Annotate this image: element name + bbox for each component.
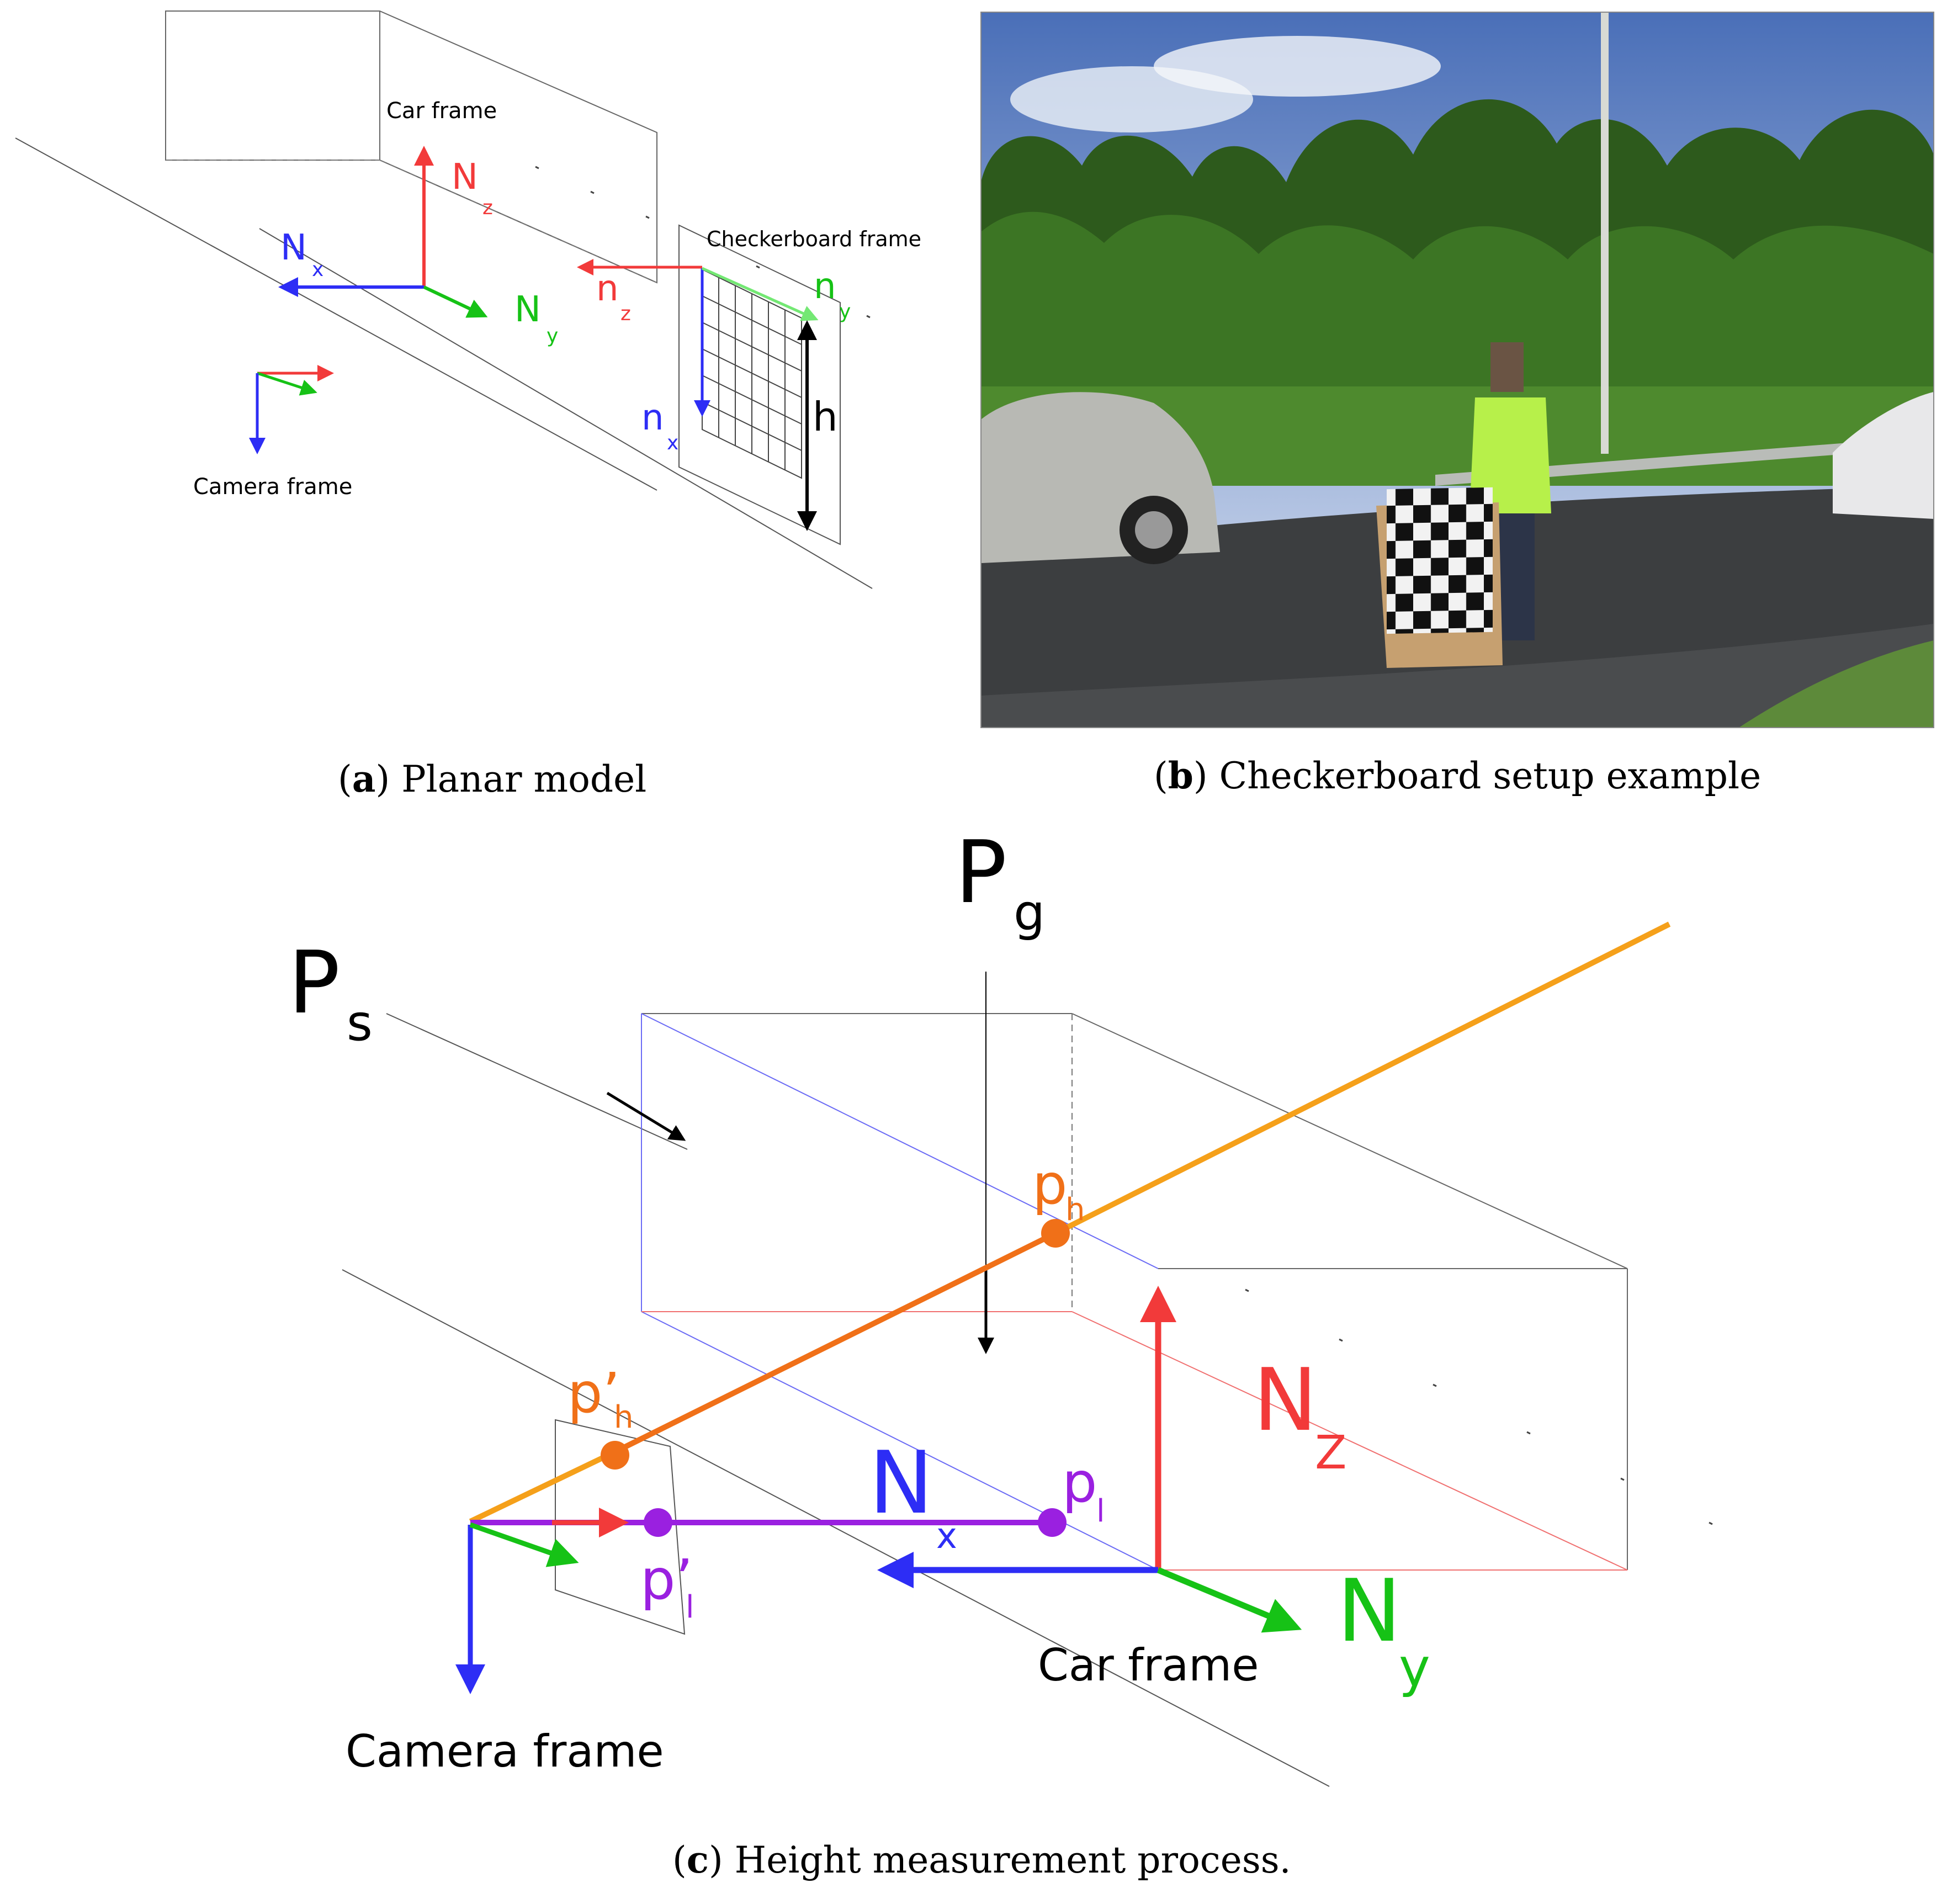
N-x-subscript: x (936, 1516, 957, 1557)
N-x-label: N (280, 227, 307, 268)
N-z-subscript: z (482, 197, 493, 219)
N-y-label: N (514, 289, 541, 330)
panel-c-height-measurement: P g P s p h p’ h p l p’ l N x N Z N y Ca… (288, 822, 1713, 1787)
projection-ray (611, 1231, 1057, 1456)
N-x-subscript: x (312, 258, 323, 281)
P-s-label: P (288, 932, 340, 1033)
n-x-label: n (641, 397, 664, 438)
N-z-label: N (452, 157, 478, 198)
panel-b-photo (980, 12, 1934, 728)
camera-y-axis-arrow (469, 1522, 579, 1567)
car-frame-label: Car frame (1038, 1640, 1259, 1691)
h-label: h (813, 394, 838, 440)
N-y-axis-arrow (1156, 1567, 1302, 1633)
P-s-direction-arrow (606, 1091, 686, 1141)
N-y-subscript: y (547, 325, 558, 347)
checkerboard-frame-label: Checkerboard frame (707, 227, 921, 251)
n-x-subscript: x (667, 432, 678, 454)
point-p-l (1038, 1508, 1067, 1537)
N-y-subscript: y (1399, 1637, 1430, 1699)
P-s-subscript: s (347, 994, 373, 1052)
N-y-label: N (1337, 1561, 1402, 1661)
p-prime-l-subscript: l (686, 1589, 694, 1625)
caption-b: (b) Checkerboard setup example (1154, 754, 1762, 797)
caption-c: (c) Height measurement process. (672, 1838, 1291, 1881)
p-prime-h-subscript: h (614, 1399, 634, 1435)
n-y-axis-arrow (701, 267, 819, 321)
car-frame-label: Car frame (386, 98, 497, 124)
N-z-label: N (1253, 1350, 1318, 1450)
n-y-label: n (814, 266, 836, 307)
p-h-subscript: h (1065, 1192, 1085, 1228)
caption-a: (a) Planar model (338, 757, 647, 800)
point-p-prime-l (644, 1508, 672, 1537)
p-prime-l-label: p’ (640, 1547, 693, 1612)
n-z-label: n (596, 268, 619, 309)
N-x-label: N (869, 1433, 933, 1533)
camera-y-axis-arrow (257, 372, 317, 396)
p-prime-h-label: p’ (567, 1361, 620, 1425)
n-y-subscript: y (839, 300, 851, 323)
camera-frame-label: Camera frame (346, 1726, 664, 1777)
P-g-label: P (955, 822, 1007, 922)
p-l-subscript: l (1096, 1493, 1105, 1529)
p-l-label: p (1062, 1450, 1097, 1515)
camera-frame-label: Camera frame (193, 474, 352, 500)
panel-a-planar-model: Car frame Checkerboard frame Camera fram… (15, 10, 921, 589)
point-p-h (1041, 1219, 1070, 1248)
point-p-prime-h (601, 1441, 629, 1470)
checkerboard-plane (678, 224, 841, 545)
car-frame-box (165, 10, 657, 284)
p-h-label: p (1032, 1152, 1067, 1217)
P-g-subscript: g (1014, 884, 1045, 942)
n-z-subscript: z (620, 303, 631, 325)
image-plane (555, 1419, 686, 1635)
N-y-axis-arrow (423, 285, 488, 318)
N-z-subscript: Z (1315, 1425, 1347, 1479)
